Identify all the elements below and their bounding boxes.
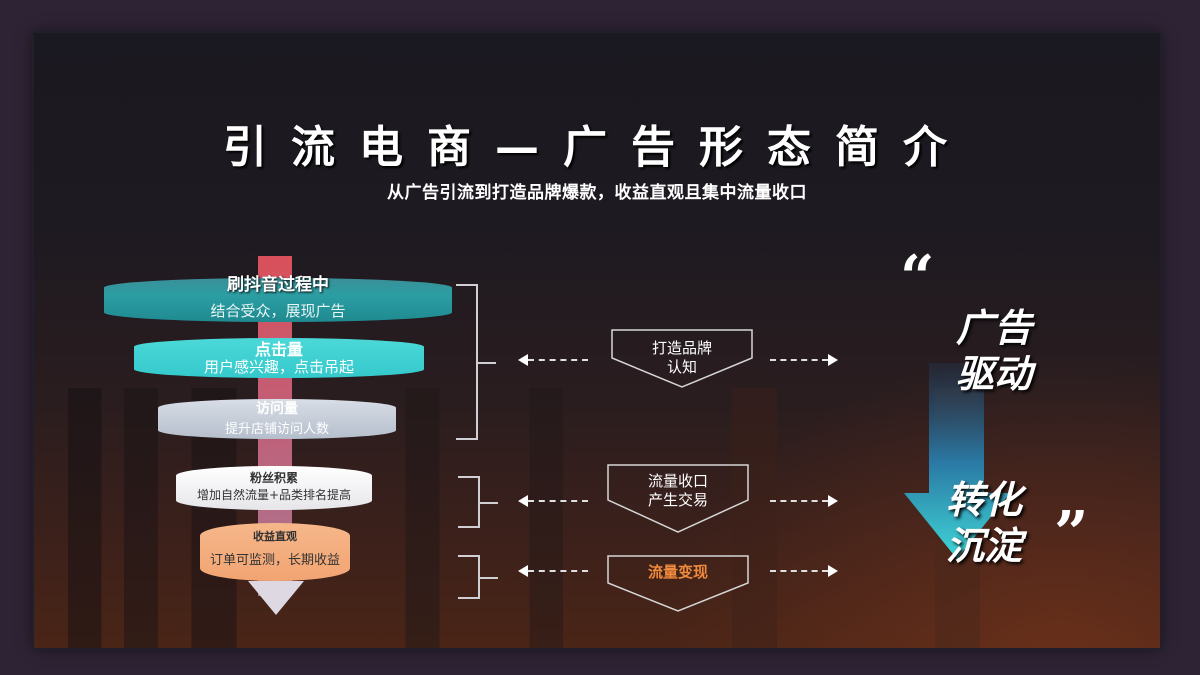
page-subtitle: 从广告引流到打造品牌爆款，收益直观且集中流量收口 <box>387 183 807 203</box>
slide: 引流电商—广告形态简介 从广告引流到打造品牌爆款，收益直观且集中流量收口 刷抖音… <box>34 33 1160 648</box>
stage-line-1: 打造品牌 <box>651 339 712 357</box>
dashed-connector <box>770 359 828 361</box>
pentagon-shape <box>611 329 753 388</box>
bracket-tick <box>478 577 498 579</box>
arrow-left-icon <box>518 565 528 577</box>
stage-brand-awareness: 打造品牌 认知 <box>611 329 753 389</box>
stage-monetization: 流量变现 <box>607 555 749 613</box>
stage-label: 流量收口 产生交易 <box>607 472 749 510</box>
stage-line-2: 产生交易 <box>647 491 708 509</box>
bracket-stage-2 <box>458 476 498 528</box>
gradient-down-arrow-icon <box>904 363 1014 567</box>
dashed-connector <box>528 359 588 361</box>
funnel-text: 增加自然流量+品类排名提高 <box>196 488 352 502</box>
stage-line-1: 流量变现 <box>647 563 708 581</box>
funnel-heading: 粉丝积累 <box>249 471 298 485</box>
bracket-tick <box>476 362 496 364</box>
arrow-right-icon <box>828 565 838 577</box>
arrow-left-icon <box>518 354 528 366</box>
stage-label: 流量变现 <box>607 563 749 582</box>
close-quote-mark: ” <box>1054 499 1089 569</box>
stage-line-2: 认知 <box>666 358 697 376</box>
dashed-connector <box>528 570 588 572</box>
arrow-right-icon <box>828 495 838 507</box>
arrow-right-icon <box>828 354 838 366</box>
slogan-line: 转化 <box>946 478 1023 522</box>
open-quote-mark: “ <box>900 243 935 313</box>
slogan-line: 沉淀 <box>946 524 1023 568</box>
stage-traffic-conversion: 流量收口 产生交易 <box>607 464 749 534</box>
slogan-line: 广告 <box>956 306 1033 350</box>
funnel-level-fans: 粉丝积累 增加自然流量+品类排名提高 <box>176 466 372 510</box>
slogan-line: 驱动 <box>956 352 1033 396</box>
bracket-tick <box>478 502 498 504</box>
arrow-down-icon <box>248 581 304 615</box>
funnel-level-clicks: 点击量 用户感兴趣，点击吊起 <box>134 338 424 378</box>
pentagon-shape <box>607 464 749 533</box>
dashed-connector <box>528 500 588 502</box>
bracket-stage-1 <box>456 284 496 440</box>
page-title: 引流电商—广告形态简介 <box>223 122 971 173</box>
funnel-level-visits: 访问量 提升店铺访问人数 <box>158 399 396 439</box>
funnel-heading: 收益直观 <box>253 530 297 543</box>
funnel-level-exposure: 刷抖音过程中 结合受众，展现广告 <box>104 275 452 322</box>
slogan-top: 广告 驱动 <box>956 305 1032 397</box>
dashed-connector <box>770 570 828 572</box>
dashed-connector <box>770 500 828 502</box>
funnel-heading: 刷抖音过程中 <box>227 275 329 295</box>
slogan-bottom: 转化 沉淀 <box>946 477 1022 569</box>
funnel-text: 订单可监测，长期收益 <box>209 553 340 568</box>
funnel-level-revenue: 收益直观 订单可监测，长期收益 <box>200 523 350 581</box>
funnel-heading: 点击量 <box>254 340 303 359</box>
stage-line-1: 流量收口 <box>647 472 708 490</box>
funnel-text: 用户感兴趣，点击吊起 <box>203 358 354 376</box>
funnel-text: 结合受众，展现广告 <box>210 302 346 320</box>
funnel-text: 提升店铺访问人数 <box>224 422 329 437</box>
bracket-stage-3 <box>458 555 498 599</box>
funnel-heading: 访问量 <box>256 401 298 417</box>
pentagon-shape <box>607 555 749 612</box>
stage-label: 打造品牌 认知 <box>611 339 753 377</box>
arrow-left-icon <box>518 495 528 507</box>
